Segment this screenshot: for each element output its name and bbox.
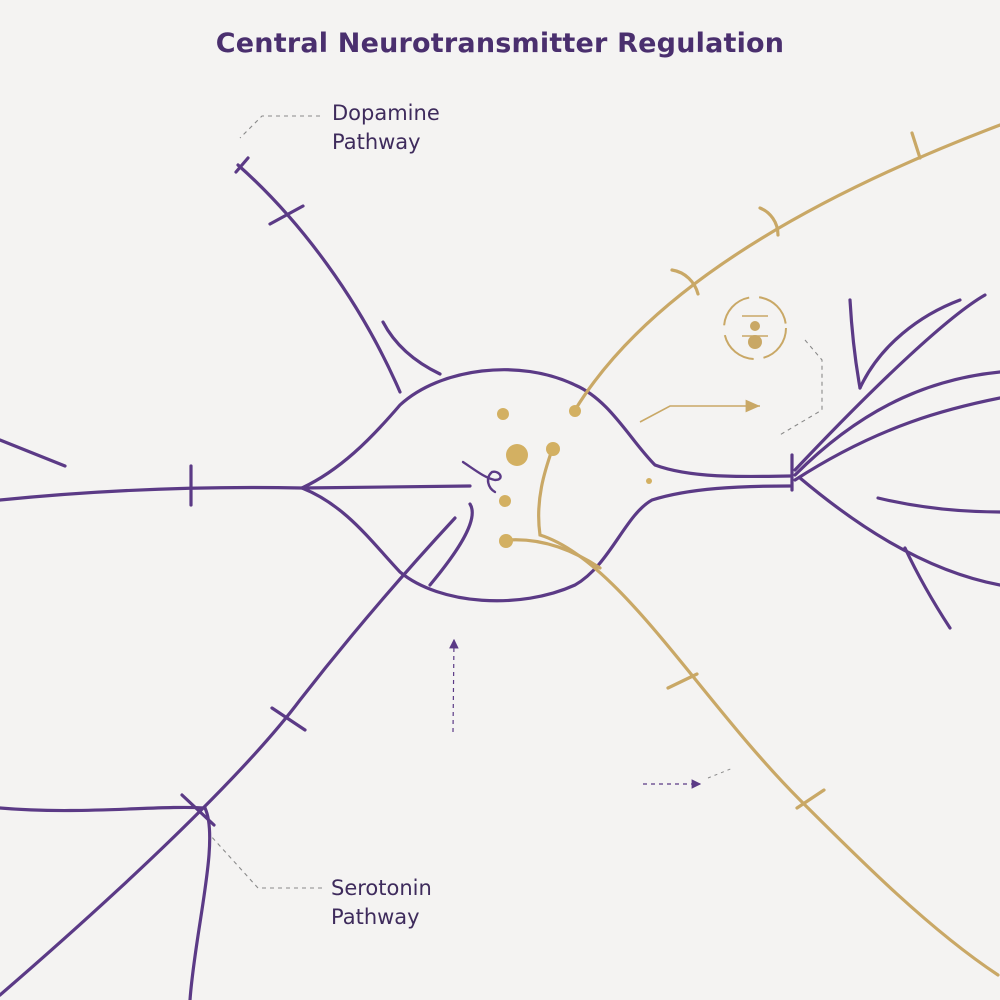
serotonin-leader <box>209 834 322 889</box>
upper-dendrite <box>236 163 402 394</box>
gold-axon-upper <box>573 123 1000 412</box>
vesicles <box>497 405 652 548</box>
arrow-tail-dash <box>707 767 734 779</box>
gold-node-4 <box>666 672 699 690</box>
arrow-right-icon <box>639 399 760 423</box>
purple-pathway <box>0 156 1000 1000</box>
gold-pathway <box>506 123 1000 977</box>
dopamine-pathway-label: Dopamine Pathway <box>332 99 440 157</box>
vesicle <box>569 405 581 417</box>
gold-axon-lower <box>537 448 1000 977</box>
diagram-title: Central Neurotransmitter Regulation <box>215 28 785 59</box>
gold-node-5 <box>795 788 826 810</box>
lower-axon-node-b <box>180 793 216 827</box>
vesicle <box>499 534 513 548</box>
icon-leader <box>777 339 823 437</box>
right-dendrite-6 <box>798 476 1000 587</box>
arrow-up-icon <box>449 638 459 733</box>
dopamine-label-line1: Dopamine <box>332 101 440 125</box>
right-dendrite-4 <box>848 298 862 390</box>
gold-node-1 <box>910 131 922 160</box>
vesicle <box>499 495 511 507</box>
vesicle <box>497 408 509 420</box>
lower-axon-node <box>270 706 307 732</box>
serotonin-label-line1: Serotonin <box>331 876 432 900</box>
dopamine-label-line2: Pathway <box>332 130 421 154</box>
receptor-squiggle <box>461 460 502 494</box>
serotonin-pathway-label: Serotonin Pathway <box>331 874 432 932</box>
left-upper-stub <box>0 438 67 468</box>
lower-axon-branch-b <box>188 806 212 1000</box>
molecule-cluster-icon <box>723 296 787 360</box>
right-dendrite-3 <box>793 396 1000 482</box>
vesicle <box>546 442 560 456</box>
gold-node-2 <box>758 206 780 237</box>
right-dendrite-1 <box>793 293 987 472</box>
vesicle <box>646 478 652 484</box>
upper-dendrite-node <box>268 204 305 226</box>
lower-axon-hook <box>428 502 474 587</box>
right-dendrite-8 <box>903 546 952 630</box>
serotonin-label-line2: Pathway <box>331 905 420 929</box>
vesicle <box>506 444 528 466</box>
soma-outline-lower <box>300 484 792 603</box>
leader-lines <box>209 115 823 889</box>
upper-dendrite-cap <box>234 156 250 174</box>
gold-node-3 <box>670 268 700 296</box>
soma-outline <box>300 368 792 490</box>
dopamine-leader <box>239 115 320 139</box>
gold-branch <box>506 538 602 570</box>
upper-dendrite-branch <box>381 320 442 376</box>
lower-axon-branch-a <box>0 805 207 813</box>
left-axon <box>0 484 472 502</box>
right-dendrite-7 <box>876 496 1000 514</box>
right-dendrite-2 <box>793 370 1000 477</box>
right-dendrite-5 <box>858 298 962 390</box>
